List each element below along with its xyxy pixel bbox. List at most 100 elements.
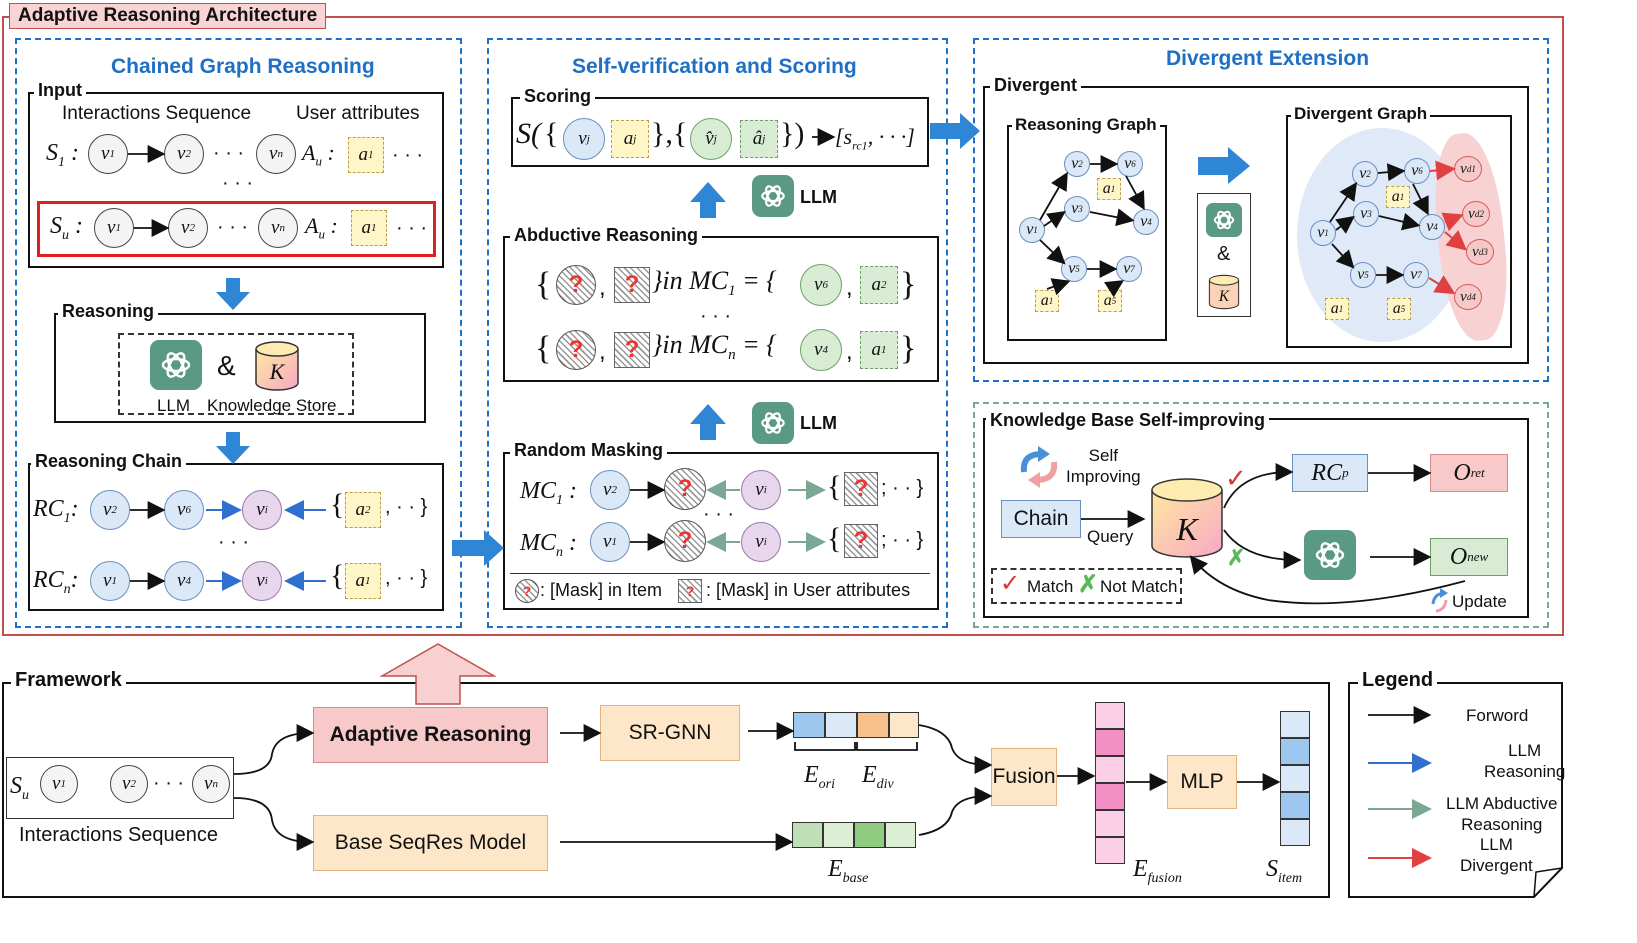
mcn-label: MCn : bbox=[520, 530, 577, 560]
architecture-frame bbox=[2, 16, 1564, 636]
dots: · · · bbox=[217, 216, 249, 238]
vec-cell bbox=[823, 822, 854, 848]
llm-label: LLM bbox=[157, 396, 191, 415]
score-s: S( bbox=[516, 117, 541, 150]
vec-cell bbox=[885, 822, 916, 848]
dots: · · · bbox=[153, 772, 185, 794]
in-mcn: }in MCn = { bbox=[652, 330, 777, 364]
au-label: Au : bbox=[302, 140, 335, 169]
database-icon: K bbox=[1208, 274, 1240, 310]
kstore-label: Knowledge Store bbox=[207, 396, 337, 415]
chain-label: Reasoning Chain bbox=[31, 451, 187, 472]
su-label: Su bbox=[10, 773, 29, 803]
brace: { bbox=[330, 488, 345, 521]
mask-item-icon: ? bbox=[515, 579, 539, 603]
vec-cell bbox=[1095, 729, 1125, 756]
vec-cell bbox=[854, 822, 885, 848]
mc1-label: MC1 : bbox=[520, 478, 577, 508]
mask-item: ? bbox=[664, 468, 706, 510]
fusion-box: Fusion bbox=[991, 748, 1057, 806]
vec-cell bbox=[792, 822, 823, 848]
mask-attr-legend: : [Mask] in User attributes bbox=[706, 580, 911, 600]
user-attr-label: User attributes bbox=[296, 103, 420, 124]
vec-cell bbox=[1095, 756, 1125, 783]
mask-item: ? bbox=[556, 265, 596, 305]
kb-panel bbox=[973, 402, 1549, 628]
mask-attr: ? bbox=[614, 267, 650, 303]
su-label: Su : bbox=[50, 213, 83, 243]
divergent-title: Divergent Extension bbox=[1166, 47, 1370, 70]
dots: ; · · } bbox=[881, 529, 924, 551]
kb-title: Knowledge Base Self-improving bbox=[986, 410, 1270, 431]
brace: { bbox=[535, 330, 552, 367]
brace: { bbox=[827, 522, 842, 555]
mask-item-legend: : [Mask] in Item bbox=[540, 580, 663, 600]
vec-cell bbox=[1095, 810, 1125, 837]
comma: , bbox=[599, 274, 606, 301]
vec-cell bbox=[1095, 783, 1125, 810]
seq-box bbox=[6, 757, 234, 819]
brace: { bbox=[827, 470, 842, 503]
mask-item: ? bbox=[556, 330, 596, 370]
dots: · · · bbox=[392, 144, 424, 166]
architecture-title: Adaptive Reasoning Architecture bbox=[9, 3, 327, 29]
masking-label: Random Masking bbox=[510, 440, 668, 461]
up-arrow bbox=[379, 642, 497, 706]
in-mc1: }in MC1 = { bbox=[652, 266, 777, 300]
match-legend bbox=[991, 568, 1182, 604]
llm-icon bbox=[752, 175, 794, 217]
divergent-panel bbox=[973, 38, 1549, 382]
mask-attr: ? bbox=[844, 524, 878, 558]
vec-cell bbox=[1280, 819, 1310, 846]
chained-reasoning-panel bbox=[15, 38, 462, 628]
vec-cell bbox=[1280, 792, 1310, 819]
mask-attr: ? bbox=[844, 472, 878, 506]
llm-icon bbox=[752, 402, 794, 444]
s1-label: S1 : bbox=[46, 140, 79, 170]
abductive-label: Abductive Reasoning bbox=[510, 225, 703, 246]
base-model-box: Base SeqRes Model bbox=[313, 815, 548, 871]
check-icon: ✓ bbox=[1225, 463, 1247, 493]
cross-icon: ✗ bbox=[1227, 545, 1246, 570]
dots: · · · bbox=[703, 503, 735, 525]
interactions-label: Interactions Sequence bbox=[19, 824, 219, 846]
llm-icon bbox=[1206, 203, 1242, 237]
interactions-label: Interactions Sequence bbox=[62, 103, 252, 124]
framework-title: Framework bbox=[11, 669, 126, 692]
svg-text:K: K bbox=[1218, 288, 1230, 305]
dots: · · · bbox=[396, 217, 428, 239]
chained-title: Chained Graph Reasoning bbox=[111, 55, 375, 78]
llm-label: LLM bbox=[800, 413, 837, 433]
